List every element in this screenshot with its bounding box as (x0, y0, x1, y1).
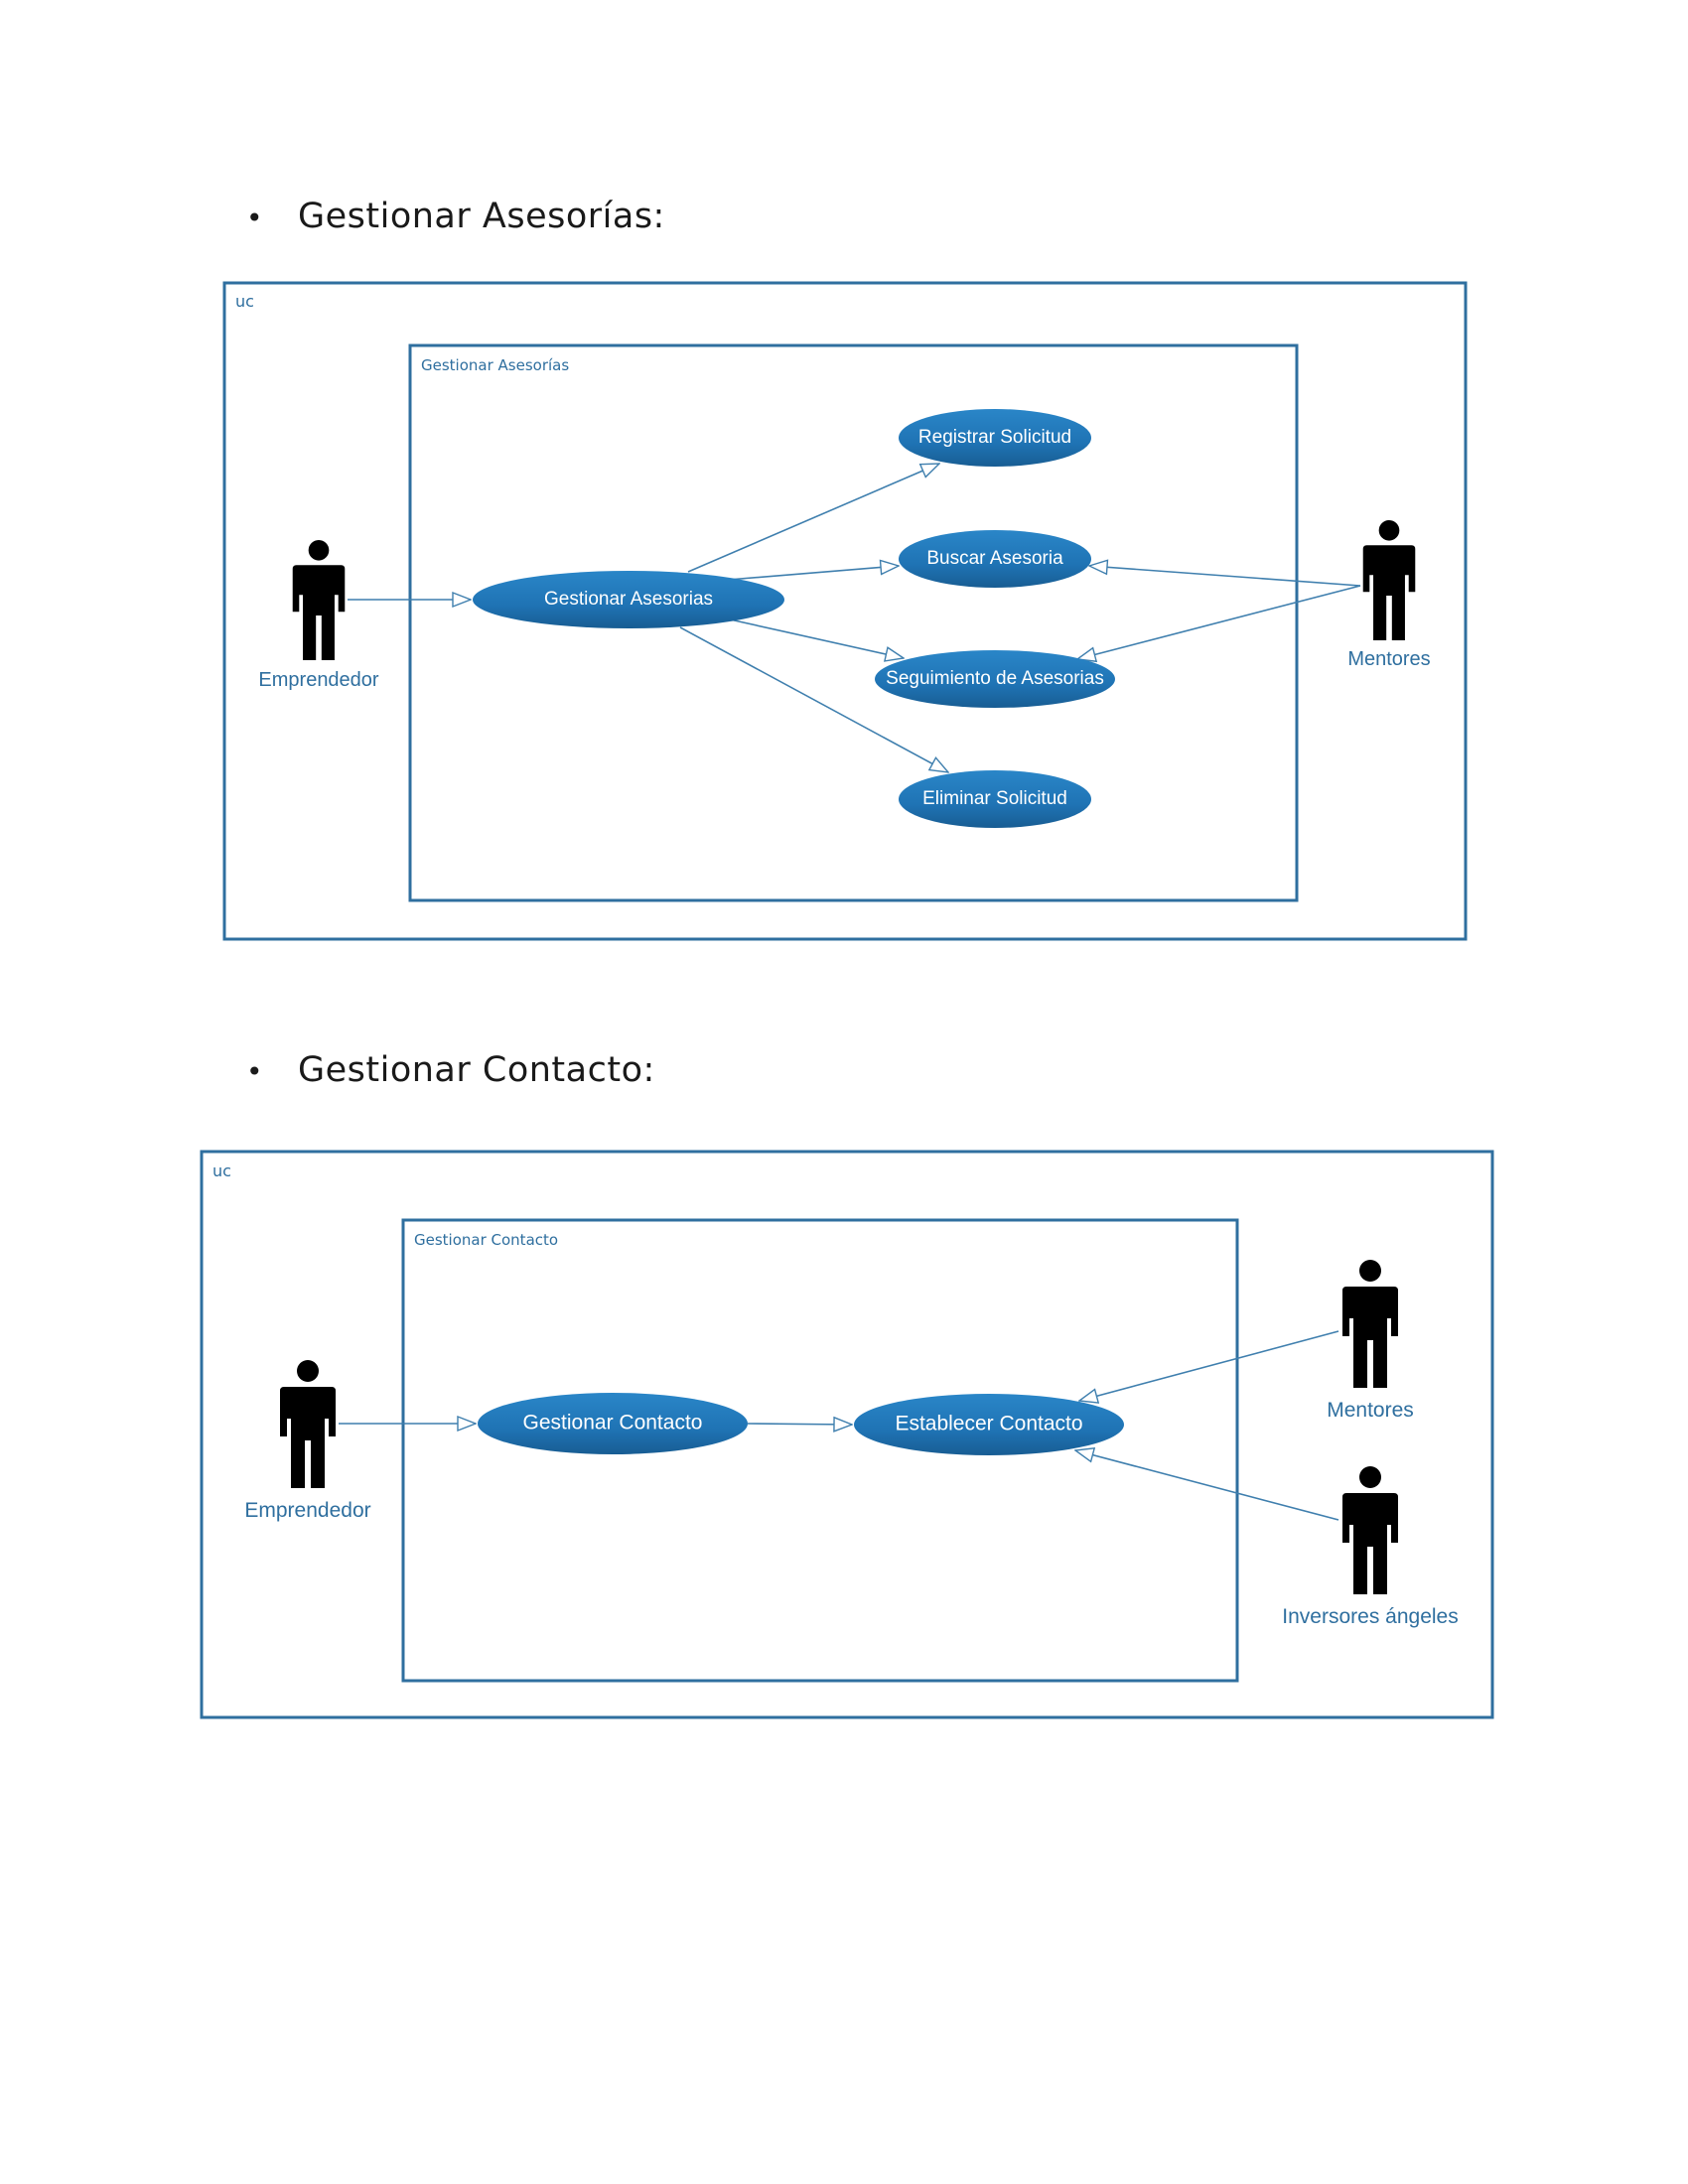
uc-frame-label: uc (235, 292, 254, 311)
bullet-icon: • (246, 1055, 264, 1088)
association-gestionar-eliminar (679, 626, 948, 772)
system-boundary-label: Gestionar Asesorías (421, 356, 569, 374)
actor-icon (280, 1360, 336, 1488)
actor-emprendedor[interactable]: Emprendedor (244, 1360, 371, 1522)
actor-mentores[interactable]: Mentores (1327, 1260, 1414, 1422)
actor-label: Emprendedor (258, 669, 379, 691)
actor-icon (1362, 519, 1416, 640)
actor-icon (1342, 1260, 1398, 1388)
actor-label: Mentores (1347, 648, 1430, 670)
actor-mentores[interactable]: Mentores (1347, 519, 1431, 670)
section-heading-contacto: • Gestionar Contacto: (246, 1050, 655, 1090)
use-case-eliminar-solicitud[interactable]: Eliminar Solicitud (899, 770, 1091, 828)
heading-text: Gestionar Contacto: (298, 1050, 655, 1090)
association-mentores-buscar (1089, 566, 1361, 587)
association-gestionar-establecer (747, 1424, 852, 1425)
association-gestionar-seguimiento (729, 618, 904, 658)
use-case-buscar-asesoria[interactable]: Buscar Asesoria (899, 530, 1091, 588)
association-mentores-seguimiento (1077, 585, 1361, 659)
association-gestionar-buscar (727, 566, 899, 581)
use-case-label: Gestionar Contacto (523, 1412, 703, 1434)
use-case-gestionar-asesorias[interactable]: Gestionar Asesorias (473, 571, 784, 628)
uc-frame (200, 1150, 1494, 1719)
use-case-seguimiento-asesorias[interactable]: Seguimiento de Asesorias (875, 650, 1115, 708)
use-case-establecer-contacto[interactable]: Establecer Contacto (854, 1394, 1124, 1455)
system-boundary (401, 1218, 1239, 1683)
actor-label: Emprendedor (244, 1499, 370, 1522)
heading-text: Gestionar Asesorías: (298, 197, 665, 236)
use-case-label: Establecer Contacto (895, 1413, 1082, 1435)
association-inversores-establecer (1075, 1450, 1339, 1521)
use-case-label: Buscar Asesoria (926, 548, 1063, 569)
uc-frame (222, 281, 1468, 941)
actor-label: Mentores (1327, 1399, 1414, 1422)
section-heading-asesorias: • Gestionar Asesorías: (246, 197, 665, 236)
actor-label: Inversores ángeles (1282, 1605, 1458, 1628)
uc-frame-label: uc (212, 1161, 231, 1180)
use-case-label: Registrar Solicitud (918, 427, 1071, 448)
use-case-label: Seguimiento de Asesorias (886, 668, 1104, 689)
actor-icon (292, 539, 346, 660)
system-boundary-label: Gestionar Contacto (414, 1231, 558, 1249)
use-case-gestionar-contacto[interactable]: Gestionar Contacto (478, 1393, 748, 1454)
use-case-label: Eliminar Solicitud (922, 788, 1067, 809)
use-case-label: Gestionar Asesorias (544, 589, 713, 610)
diagram-asesorias: uc Gestionar Asesorías Gestionar Asesori… (222, 281, 1468, 941)
bullet-icon: • (246, 202, 264, 234)
actor-emprendedor[interactable]: Emprendedor (258, 539, 379, 691)
diagram-contacto: uc Gestionar Contacto Gestionar Contacto… (200, 1150, 1494, 1719)
actor-icon (1342, 1466, 1398, 1594)
association-mentores-establecer (1079, 1330, 1339, 1401)
association-gestionar-registrar (687, 464, 939, 573)
system-boundary (408, 343, 1299, 902)
actor-inversores-angeles[interactable]: Inversores ángeles (1282, 1466, 1459, 1628)
use-case-registrar-solicitud[interactable]: Registrar Solicitud (899, 409, 1091, 467)
